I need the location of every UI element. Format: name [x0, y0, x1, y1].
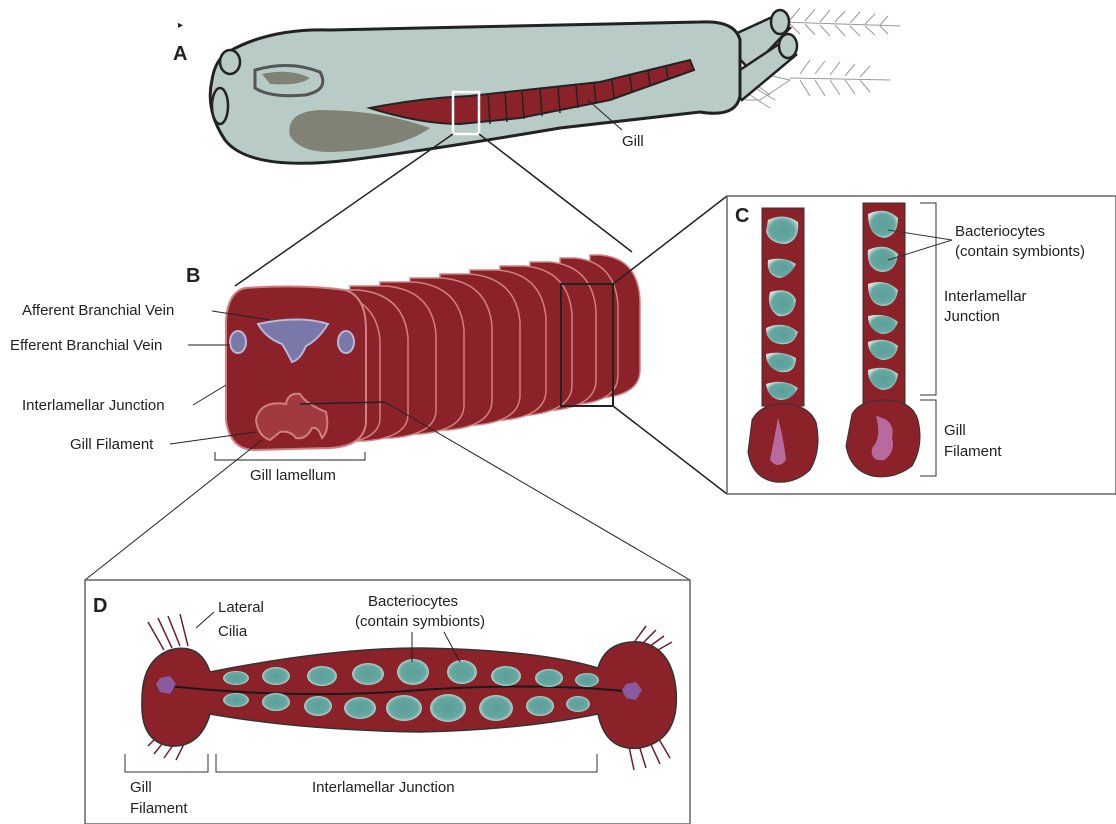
bacteriocytes-label-d-1: Bacteriocytes	[368, 593, 458, 610]
bacteriocytes-label-c-2: (contain symbionts)	[955, 243, 1085, 260]
cilia-label-2: Cilia	[218, 623, 248, 640]
junction-label-d: Interlamellar Junction	[312, 779, 455, 796]
svg-text:▸: ▸	[178, 20, 183, 31]
filament-label-c-1: Gill	[944, 422, 966, 439]
gill-label: Gill	[622, 133, 644, 150]
panel-d: D	[85, 580, 690, 824]
filament-label-d-2: Filament	[130, 800, 188, 817]
bacteriocytes-label-c-1: Bacteriocytes	[955, 223, 1045, 240]
panel-c-letter: C	[735, 205, 749, 227]
efferent-label: Efferent Branchial Vein	[10, 337, 162, 354]
panel-b-letter: B	[186, 265, 200, 287]
panel-b: B Afferent Branchial Vein Efferent Branc…	[10, 255, 640, 484]
bacteriocytes-label-d-2: (contain symbionts)	[355, 613, 485, 630]
cilia-label-1: Lateral	[218, 599, 264, 616]
panel-a: A ▸	[173, 8, 900, 163]
panel-d-letter: D	[93, 595, 107, 617]
afferent-label: Afferent Branchial Vein	[22, 302, 174, 319]
junction-label-c-2: Junction	[944, 308, 1000, 325]
filament-label-b: Gill Filament	[70, 436, 154, 453]
filament-label-d-1: Gill	[130, 779, 152, 796]
filament-label-c-2: Filament	[944, 443, 1002, 460]
panel-c: C Bact	[727, 196, 1116, 494]
junction-label-c-1: Interlamellar	[944, 288, 1027, 305]
panel-a-letter: A	[173, 43, 187, 65]
junction-label-b: Interlamellar Junction	[22, 397, 165, 414]
lamellum-label: Gill lamellum	[250, 467, 336, 484]
